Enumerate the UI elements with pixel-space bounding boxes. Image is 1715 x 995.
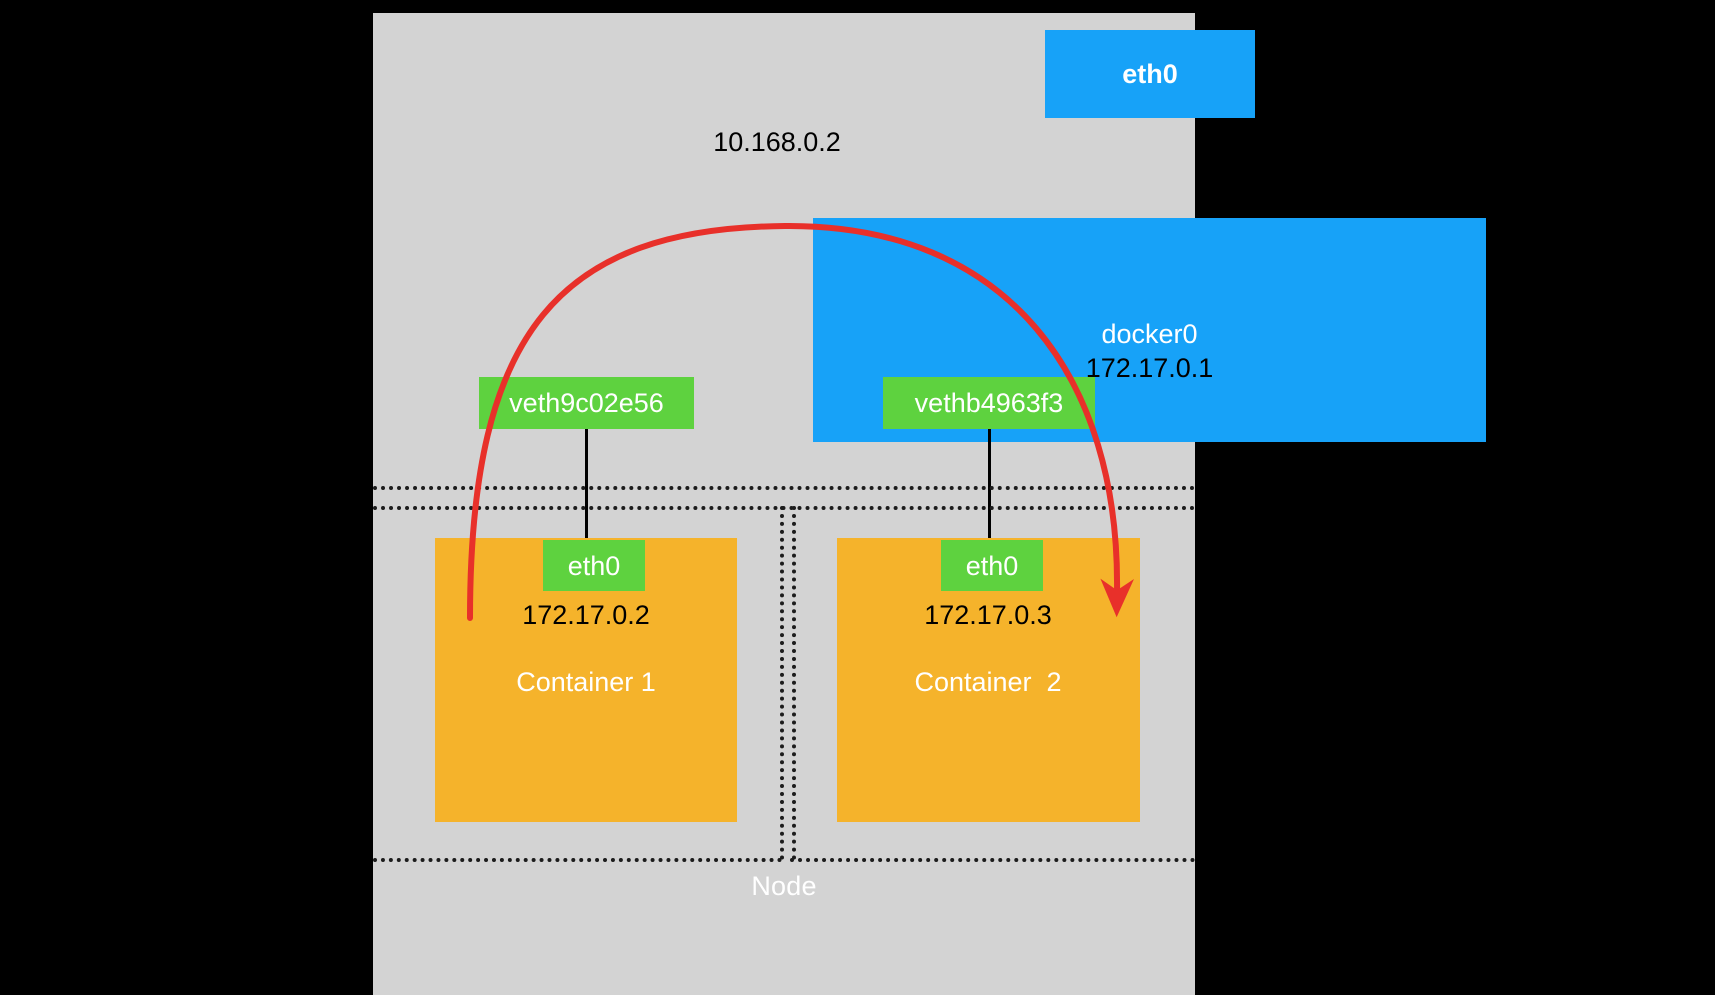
veth-box-1: veth9c02e56	[479, 377, 694, 429]
namespace-divider-top	[373, 486, 1195, 490]
container-2-eth0-box: eth0	[941, 540, 1043, 591]
namespace-divider-vertical-left	[780, 506, 784, 860]
host-eth0-ip-label: 10.168.0.2	[713, 127, 841, 157]
connector-line-2	[988, 429, 991, 540]
container-2-ip-label: 172.17.0.3	[924, 600, 1052, 630]
container-1-eth0-box: eth0	[543, 540, 645, 591]
namespace-divider-second	[373, 506, 1195, 510]
connector-line-1	[585, 429, 588, 540]
container-2-name-label: Container 2	[914, 667, 1062, 697]
veth-box-2: vethb4963f3	[883, 377, 1095, 429]
host-eth0-box: eth0	[1045, 30, 1255, 118]
node-label: Node	[751, 871, 817, 901]
docker0-label: docker0	[1101, 319, 1198, 349]
node-panel: eth0 docker0 172.17.0.1	[373, 13, 1486, 995]
namespace-divider-bottom-right	[790, 858, 1195, 862]
container-1-ip-label: 172.17.0.2	[522, 600, 650, 630]
namespace-divider-bottom-left	[373, 858, 782, 862]
namespace-divider-vertical-right	[792, 506, 796, 860]
container-1-name-label: Container 1	[516, 667, 656, 697]
host-eth0-label: eth0	[1122, 59, 1178, 89]
